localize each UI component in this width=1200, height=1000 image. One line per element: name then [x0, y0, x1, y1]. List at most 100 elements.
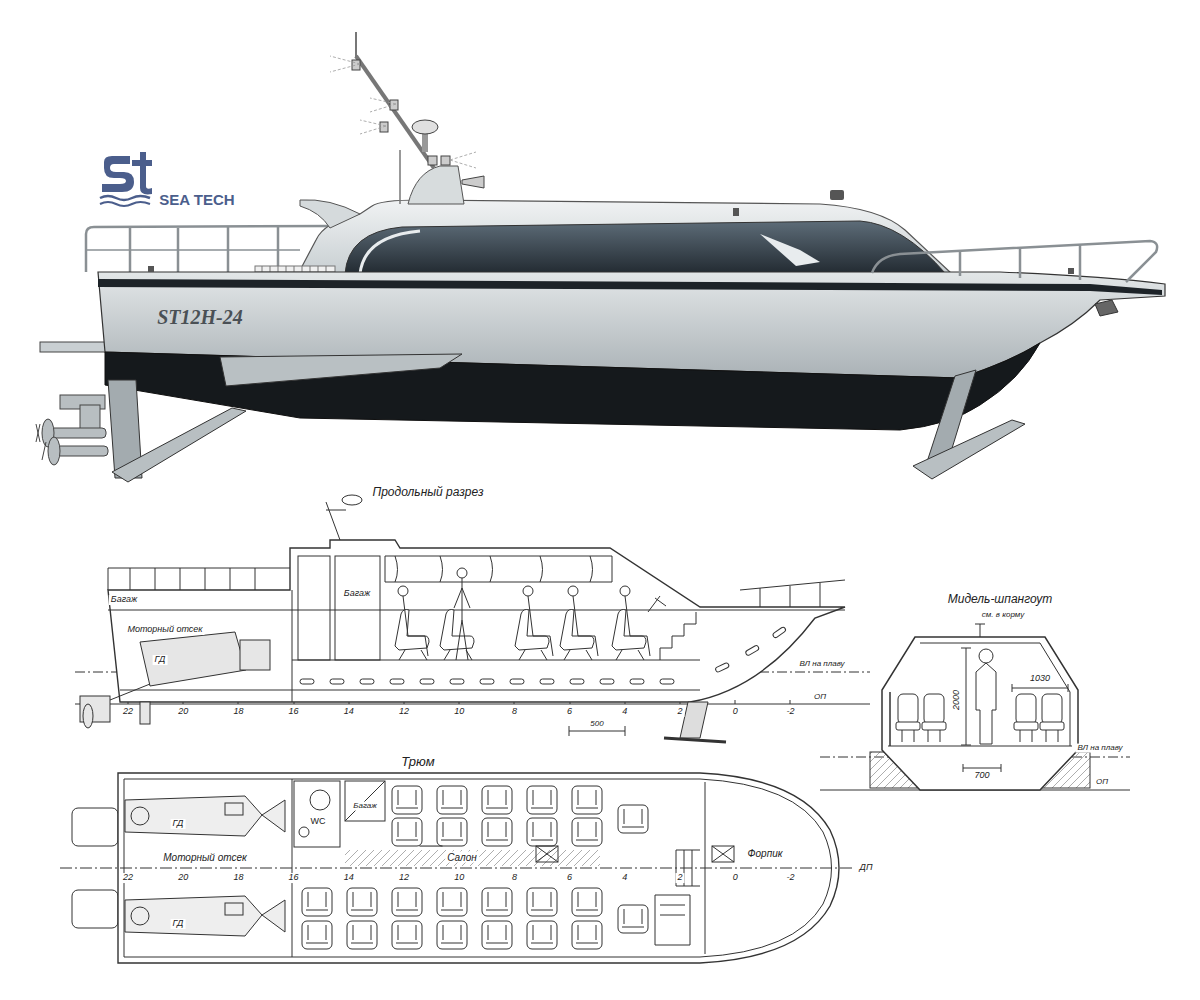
lightening-hole [540, 679, 554, 684]
passenger-figure [457, 568, 467, 578]
mast [355, 32, 357, 58]
station-number: -2 [784, 707, 796, 717]
inner-wall [888, 643, 1072, 746]
hatch-cover [420, 846, 734, 862]
passenger-figure [403, 596, 650, 656]
baseline [75, 704, 870, 705]
engine [125, 796, 262, 836]
lightening-hole [510, 679, 524, 684]
bow-fitting [1095, 300, 1118, 316]
station-number: 4 [620, 873, 629, 883]
hatch-cover [536, 846, 558, 862]
propeller-drive [80, 696, 150, 728]
steering-wheel [648, 596, 666, 612]
propeller-drive [48, 437, 60, 465]
engine [131, 807, 149, 825]
lightening-hole [570, 679, 584, 684]
station-number: 2 [675, 707, 684, 717]
view-title: Трюм [399, 755, 436, 769]
plan-view [437, 888, 467, 916]
plan-view [527, 921, 557, 949]
mast [330, 56, 476, 168]
station-number: 0 [731, 873, 740, 883]
propeller-drive [83, 704, 93, 728]
deck-fitting [148, 190, 1074, 274]
compartment-label: Форпик [746, 848, 785, 859]
person-silhouette [976, 663, 996, 744]
dimension-line [1012, 684, 1068, 692]
plan-view [572, 818, 602, 846]
compartment-label: Моторный отсек [161, 852, 249, 863]
midship-section [1014, 694, 1038, 742]
propeller-drive [140, 702, 150, 724]
engine-label: ГД [153, 655, 168, 665]
plan-view [527, 786, 557, 814]
plan-view [572, 786, 602, 814]
mast [975, 624, 985, 637]
plan-view [482, 786, 512, 814]
plan-view [437, 786, 467, 814]
station-number: 2 [675, 873, 684, 883]
plan-view [618, 805, 648, 833]
passenger-figure [523, 586, 533, 596]
lightening-hole [480, 679, 494, 684]
engine [225, 903, 243, 915]
lightening-hole [660, 679, 674, 684]
superstructure [300, 200, 360, 228]
station-number: 18 [231, 707, 245, 717]
vent-grille [255, 266, 335, 272]
hatch-cover [420, 846, 442, 847]
dimension-value: 1030 [1028, 674, 1052, 684]
dimension-value: 2000 [952, 688, 962, 712]
plan-view [527, 818, 557, 846]
mast [352, 60, 360, 70]
logo-mark [100, 202, 150, 206]
plan-view [437, 921, 467, 949]
baseline-label: ОП [812, 693, 828, 702]
passenger-figure [398, 568, 650, 660]
stairs [660, 612, 696, 660]
plan-view [392, 786, 422, 814]
sink [299, 827, 309, 837]
baseline-label: ОП [1094, 778, 1110, 787]
longitudinal-section [560, 610, 594, 661]
hatch-cover [536, 846, 558, 862]
hull-bottom [105, 343, 1040, 430]
baggage-cabinet [335, 556, 380, 660]
baggage-room [345, 781, 385, 821]
longitudinal-section [395, 610, 429, 661]
lightening-hole [330, 679, 344, 684]
engine [125, 896, 262, 936]
station-number: 10 [452, 707, 466, 717]
lightening-hole [360, 679, 374, 684]
compartment-label: Багаж [109, 595, 139, 605]
station-number: 8 [510, 707, 519, 717]
hydrofoil [112, 408, 246, 482]
deck-fitting [1068, 268, 1074, 274]
station-number: 10 [452, 873, 466, 883]
longitudinal-section [515, 610, 549, 661]
hatch-cover [712, 846, 734, 862]
lightening-hole [420, 679, 434, 684]
passenger-figure [398, 586, 408, 596]
station-number: 0 [731, 707, 740, 717]
bow-railing [960, 245, 1080, 280]
midship-section [820, 624, 1130, 790]
engine-label: ГД [171, 819, 186, 829]
cabin-window [345, 221, 946, 274]
station-number: 12 [397, 873, 411, 883]
station-number: 16 [287, 707, 301, 717]
radar [342, 495, 362, 505]
lightening-hole [600, 679, 614, 684]
compartment-label: Багаж [351, 802, 378, 811]
hydrofoil [108, 370, 1025, 482]
passenger-figure [620, 586, 630, 596]
station-number: 16 [287, 873, 301, 883]
plan-view [302, 888, 332, 916]
aisle-floor [345, 850, 600, 866]
mast [462, 176, 484, 188]
deck-fitting [148, 266, 154, 272]
transom-step [72, 890, 118, 928]
wc-room [294, 781, 340, 847]
